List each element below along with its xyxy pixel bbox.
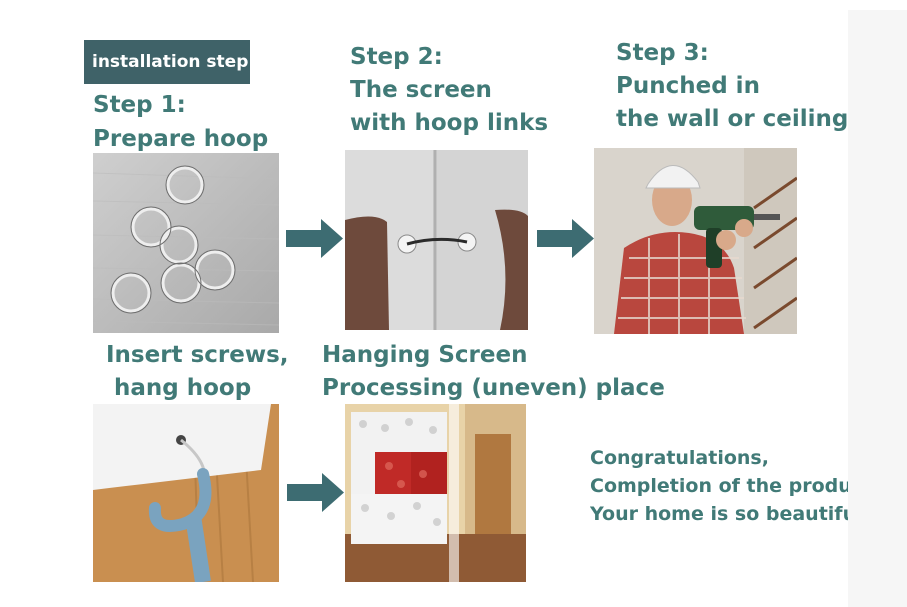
step-1-line-2: Prepare hoop — [93, 126, 269, 152]
arrow-right-icon — [286, 219, 343, 258]
closing-line-3: Your home is so beautiful — [590, 503, 848, 525]
step-2-line-1: Step 2: — [350, 44, 443, 70]
arrow-right-icon — [287, 473, 344, 512]
step-3-line-3: the wall or ceiling — [616, 106, 849, 132]
hoop-links-photo — [345, 150, 528, 330]
step-4-line-1: Insert screws, — [106, 342, 289, 368]
drilling-photo — [594, 148, 797, 334]
step-1-heading: Step 1: Prepare hoop — [93, 88, 268, 156]
step-2-line-2: The screen — [350, 77, 492, 103]
hanging-screen-photo — [345, 404, 526, 582]
rings-photo — [93, 153, 279, 333]
step-5-heading: Hanging Screen Processing (uneven) place — [322, 339, 665, 405]
step-3-heading: Step 3: Punched in the wall or ceiling — [616, 37, 848, 136]
step-5-line-1: Hanging Screen — [322, 342, 528, 368]
hook-photo — [93, 404, 279, 582]
step-1-line-1: Step 1: — [93, 92, 186, 118]
step-4-heading: Insert screws, hang hoop — [106, 339, 289, 405]
step-3-line-1: Step 3: — [616, 40, 709, 66]
step-2-line-3: with hoop links — [350, 110, 549, 136]
step-4-line-2: hang hoop — [114, 375, 252, 401]
closing-line-1: Congratulations, — [590, 447, 769, 469]
step-2-heading: Step 2: The screen with hoop links — [350, 41, 548, 140]
right-edge-strip — [848, 10, 907, 607]
installation-step-badge: installation step — [84, 40, 250, 84]
closing-line-2: Completion of the production — [590, 475, 848, 497]
arrow-right-icon — [537, 219, 594, 258]
closing-message: Congratulations, Completion of the produ… — [590, 444, 848, 528]
step-5-line-2: Processing (uneven) place — [322, 375, 665, 401]
step-3-line-2: Punched in — [616, 73, 760, 99]
